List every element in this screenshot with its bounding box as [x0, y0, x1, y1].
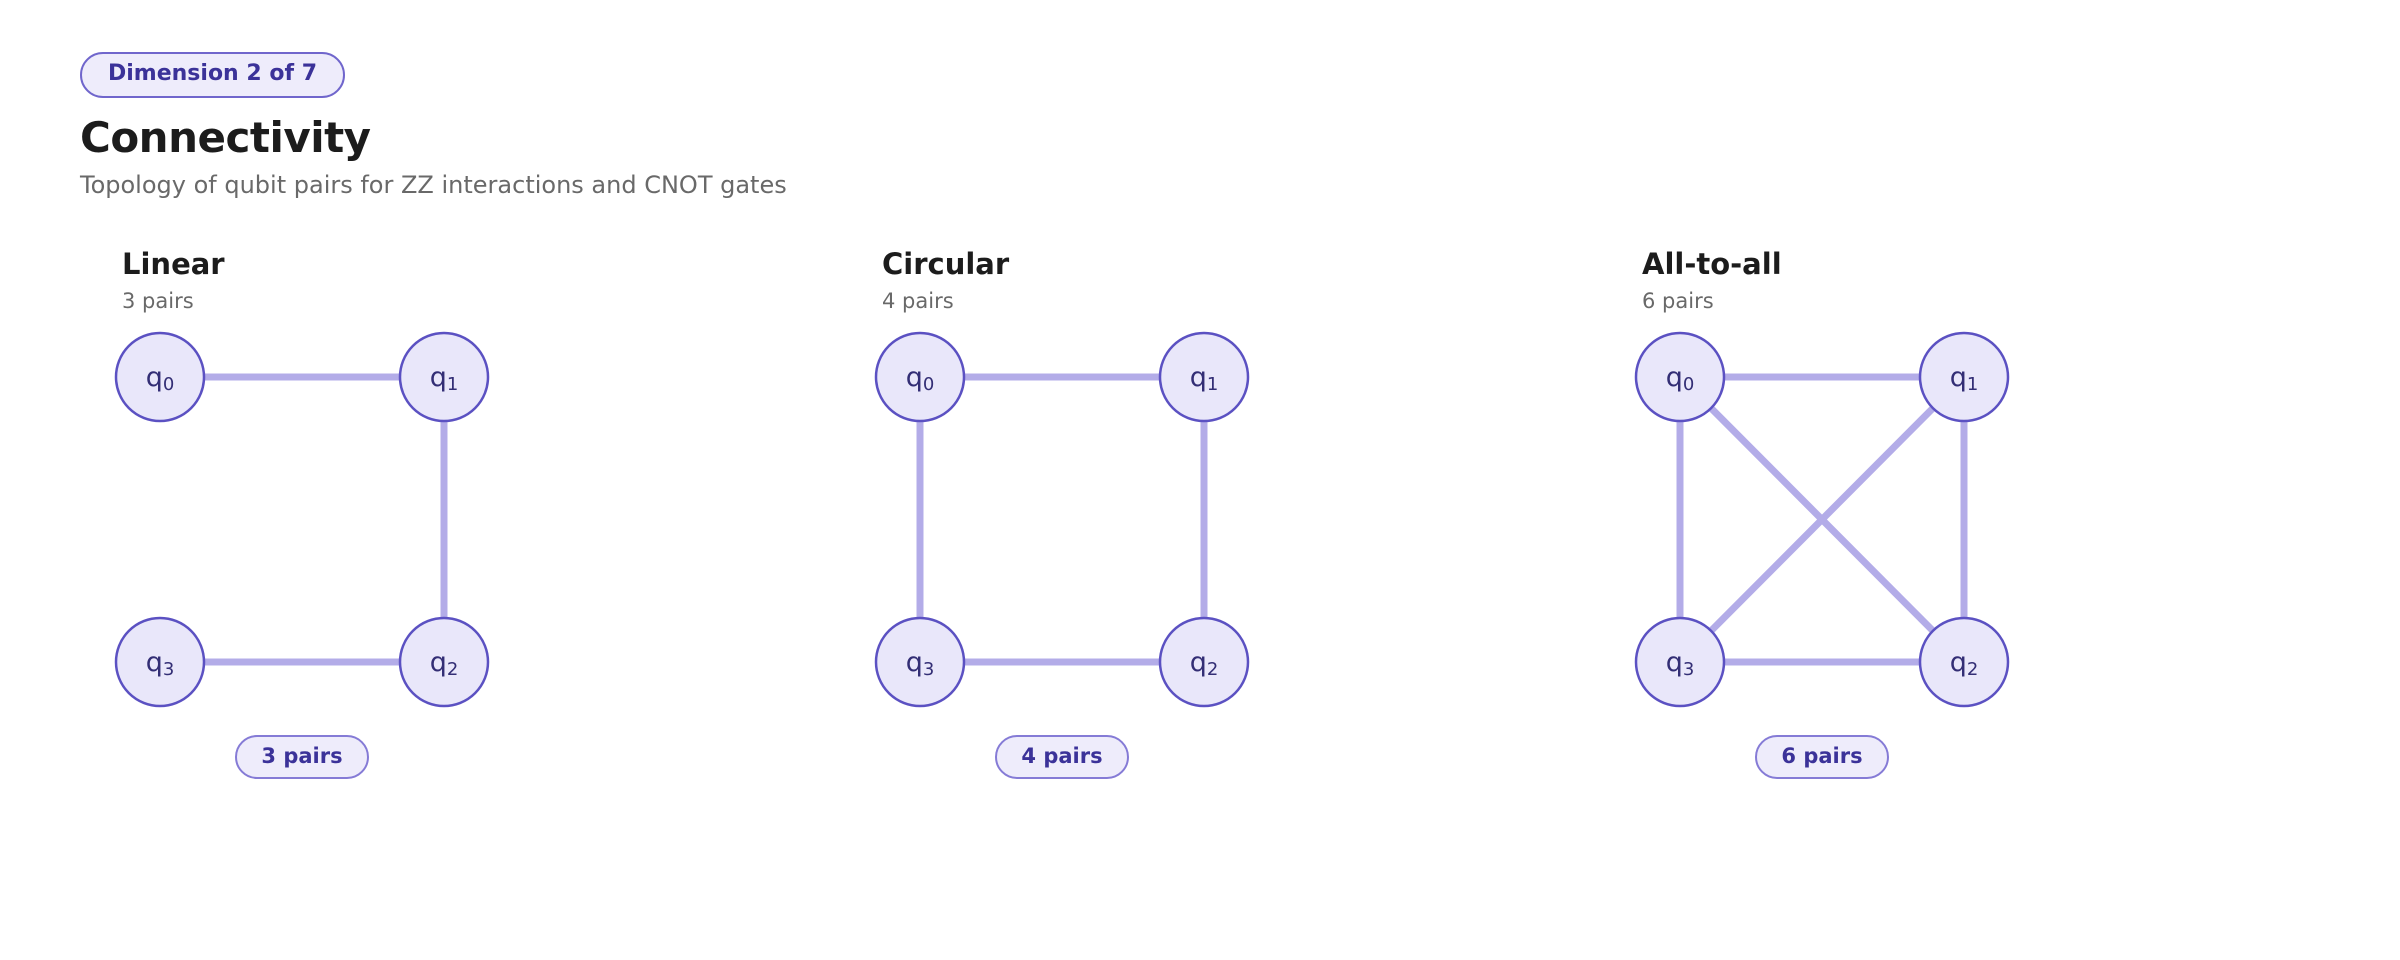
qubit-label-base: q	[906, 647, 923, 678]
topology-name: Linear	[122, 247, 225, 282]
pairs-badge-wrap: 4 pairs	[874, 734, 1250, 779]
qubit-label-base: q	[1666, 647, 1683, 678]
qubit-label-base: q	[430, 647, 447, 678]
qubit-label-base: q	[146, 647, 163, 678]
qubit-node-q3	[114, 616, 206, 707]
qubit-label-sub: 1	[447, 374, 458, 395]
qubit-node-q1	[1158, 331, 1250, 422]
topology-pairs-count: 4 pairs	[882, 289, 954, 314]
qubit-label-base: q	[906, 362, 923, 393]
pairs-badge: 3 pairs	[235, 734, 369, 779]
qubit-label-q0: q0	[906, 362, 935, 395]
edge-q1-q3	[1677, 374, 1967, 665]
pairs-badge: 4 pairs	[995, 734, 1129, 779]
qubit-label-base: q	[1666, 362, 1683, 393]
page-subtitle: Topology of qubit pairs for ZZ interacti…	[80, 171, 787, 200]
qubit-label-base: q	[430, 362, 447, 393]
qubit-label-sub: 3	[1683, 659, 1694, 680]
qubit-node-q2	[1918, 616, 2010, 707]
qubit-label-q3: q3	[906, 647, 935, 680]
qubit-label-sub: 2	[1967, 659, 1978, 680]
qubit-label-q1: q1	[430, 362, 459, 395]
qubit-label-q0: q0	[146, 362, 175, 395]
qubit-label-q2: q2	[1950, 647, 1979, 680]
qubit-label-q0: q0	[1666, 362, 1695, 395]
topology-name: Circular	[882, 247, 1010, 282]
qubit-label-base: q	[1950, 362, 1967, 393]
topology-name: All-to-all	[1642, 247, 1782, 282]
qubit-node-q0	[114, 331, 206, 422]
qubit-label-q3: q3	[146, 647, 175, 680]
pairs-badge: 6 pairs	[1755, 734, 1889, 779]
qubit-label-sub: 0	[1683, 374, 1694, 395]
qubit-label-base: q	[1190, 362, 1207, 393]
pairs-badge-wrap: 3 pairs	[114, 734, 490, 779]
dimension-badge: Dimension 2 of 7	[80, 52, 345, 99]
qubit-node-q3	[1634, 616, 1726, 707]
qubit-label-q2: q2	[1190, 647, 1219, 680]
qubit-label-sub: 1	[1967, 374, 1978, 395]
pairs-badge-wrap: 6 pairs	[1634, 734, 2010, 779]
qubit-label-sub: 2	[1207, 659, 1218, 680]
qubit-label-sub: 1	[1207, 374, 1218, 395]
qubit-node-q2	[1158, 616, 1250, 707]
qubit-node-q1	[398, 331, 490, 422]
qubit-label-q2: q2	[430, 647, 459, 680]
topology-pairs-count: 3 pairs	[122, 289, 194, 314]
qubit-label-q1: q1	[1950, 362, 1979, 395]
qubit-label-sub: 2	[447, 659, 458, 680]
qubit-label-base: q	[146, 362, 163, 393]
qubit-label-base: q	[1950, 647, 1967, 678]
qubit-label-sub: 0	[163, 374, 174, 395]
qubit-label-sub: 3	[163, 659, 174, 680]
qubit-node-q2	[398, 616, 490, 707]
qubit-label-q1: q1	[1190, 362, 1219, 395]
topology-pairs-count: 6 pairs	[1642, 289, 1714, 314]
qubit-label-base: q	[1190, 647, 1207, 678]
qubit-node-q0	[874, 331, 966, 422]
qubit-label-q3: q3	[1666, 647, 1695, 680]
qubit-node-q1	[1918, 331, 2010, 422]
qubit-label-sub: 3	[923, 659, 934, 680]
qubit-node-q0	[1634, 331, 1726, 422]
page-title: Connectivity	[80, 113, 371, 163]
qubit-label-sub: 0	[923, 374, 934, 395]
qubit-node-q3	[874, 616, 966, 707]
